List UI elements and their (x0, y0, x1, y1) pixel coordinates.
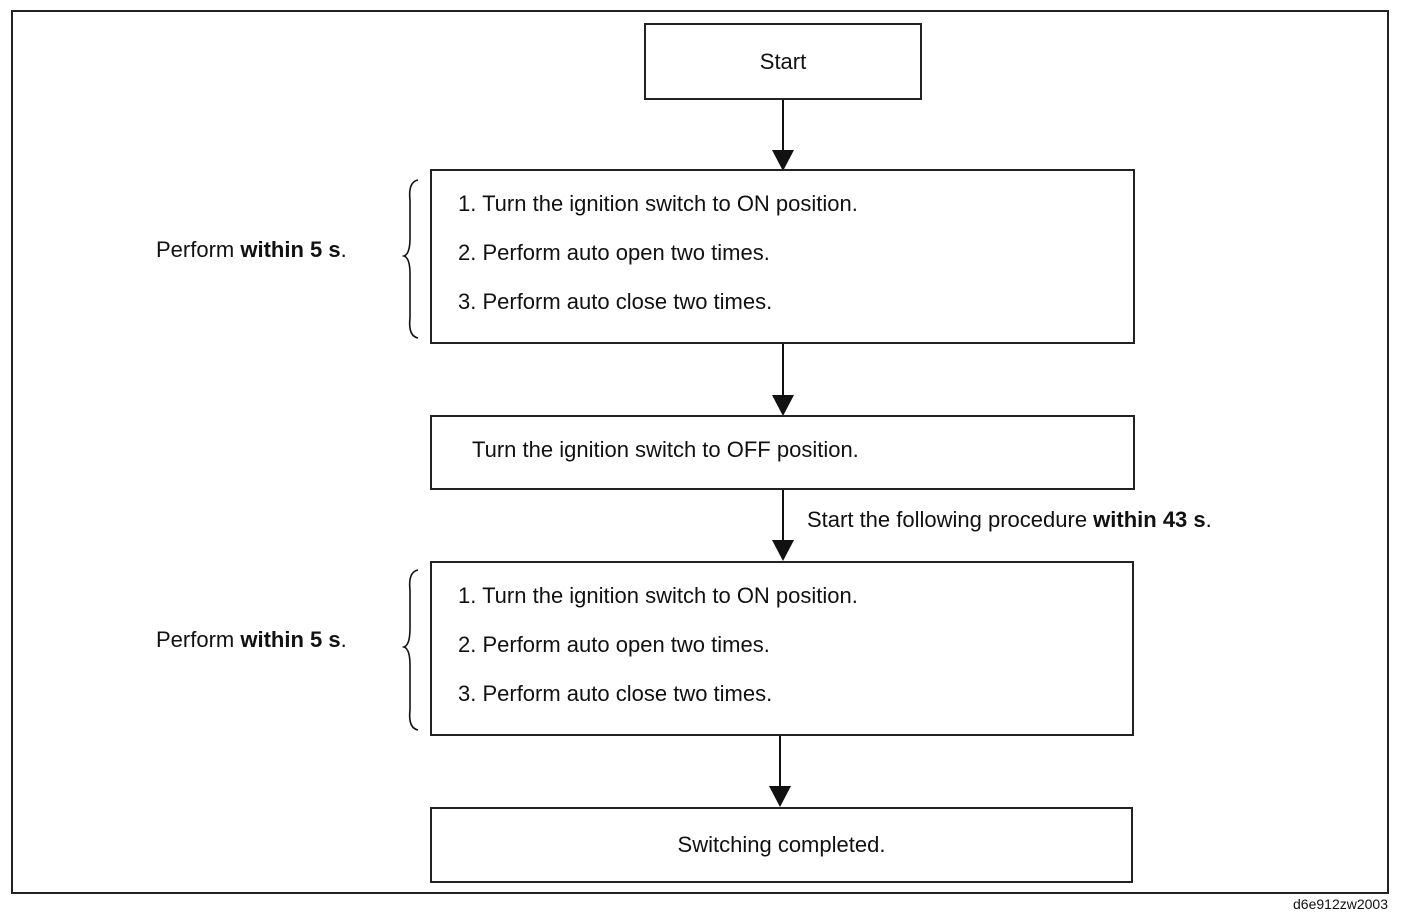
group1-timing-note: Perform within 5 s. (156, 237, 347, 263)
group2-timing-prefix: Perform (156, 627, 241, 652)
transition-note-suffix: . (1205, 507, 1212, 532)
brace-group2 (401, 569, 419, 731)
diagram-frame (11, 10, 1389, 894)
group2-timing-suffix: . (340, 627, 347, 652)
group1-timing-suffix: . (340, 237, 347, 262)
group2-step-2: 2. Perform auto open two times. (458, 632, 770, 657)
end-box: Switching completed. (430, 807, 1133, 883)
end-label: Switching completed. (677, 832, 886, 857)
group1-timing-bold: within 5 s (240, 237, 341, 262)
group1-box: 1. Turn the ignition switch to ON positi… (430, 169, 1135, 344)
group1-timing-prefix: Perform (156, 237, 241, 262)
transition-note-bold: within 43 s (1093, 507, 1206, 532)
group1-step-1: 1. Turn the ignition switch to ON positi… (458, 191, 858, 216)
group2-box: 1. Turn the ignition switch to ON positi… (430, 561, 1134, 736)
group2-timing-note: Perform within 5 s. (156, 627, 347, 653)
group2-timing-bold: within 5 s (240, 627, 341, 652)
group1-step-3: 3. Perform auto close two times. (458, 289, 773, 314)
arrowhead-4 (769, 786, 791, 807)
arrowhead-3 (772, 540, 794, 561)
brace-group1 (401, 179, 419, 339)
start-box: Start (644, 23, 922, 100)
arrowhead-1 (772, 150, 794, 171)
group2-step-3: 3. Perform auto close two times. (458, 681, 773, 706)
start-label: Start (759, 48, 807, 74)
group1-step-2: 2. Perform auto open two times. (458, 240, 770, 265)
transition-note: Start the following procedure within 43 … (807, 507, 1212, 533)
off-step-box: Turn the ignition switch to OFF position… (430, 415, 1135, 490)
figure-code: d6e912zw2003 (1293, 896, 1388, 912)
arrowhead-2 (772, 395, 794, 416)
group2-step-1: 1. Turn the ignition switch to ON positi… (458, 583, 858, 608)
transition-note-prefix: Start the following procedure (807, 507, 1094, 532)
off-step-label: Turn the ignition switch to OFF position… (472, 437, 859, 462)
